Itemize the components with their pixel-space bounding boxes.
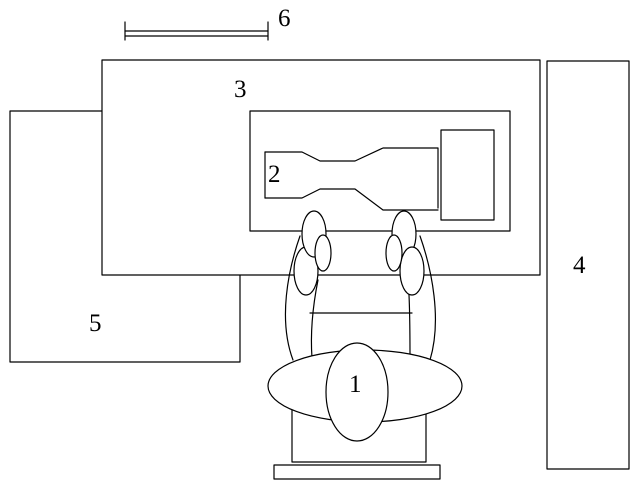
operator-footrest	[273, 464, 441, 480]
operator-head	[325, 342, 389, 442]
label-operator: 1	[349, 371, 362, 398]
left-arm	[284, 235, 301, 361]
left-hand	[314, 234, 332, 272]
right-forearm	[399, 246, 425, 296]
right-hand	[385, 234, 403, 272]
left-arm-inner	[310, 279, 319, 359]
inner-tray	[249, 110, 511, 232]
label-right-panel: 4	[573, 252, 586, 279]
workpiece	[264, 129, 495, 221]
right-panel	[546, 60, 630, 470]
right-arm	[419, 235, 437, 361]
operator-figure	[267, 210, 463, 480]
label-left-bench: 5	[89, 310, 102, 337]
label-workpiece: 2	[268, 161, 281, 188]
scale-bar	[124, 21, 269, 41]
label-work-table: 3	[234, 76, 247, 103]
label-scale-bar: 6	[278, 5, 291, 32]
